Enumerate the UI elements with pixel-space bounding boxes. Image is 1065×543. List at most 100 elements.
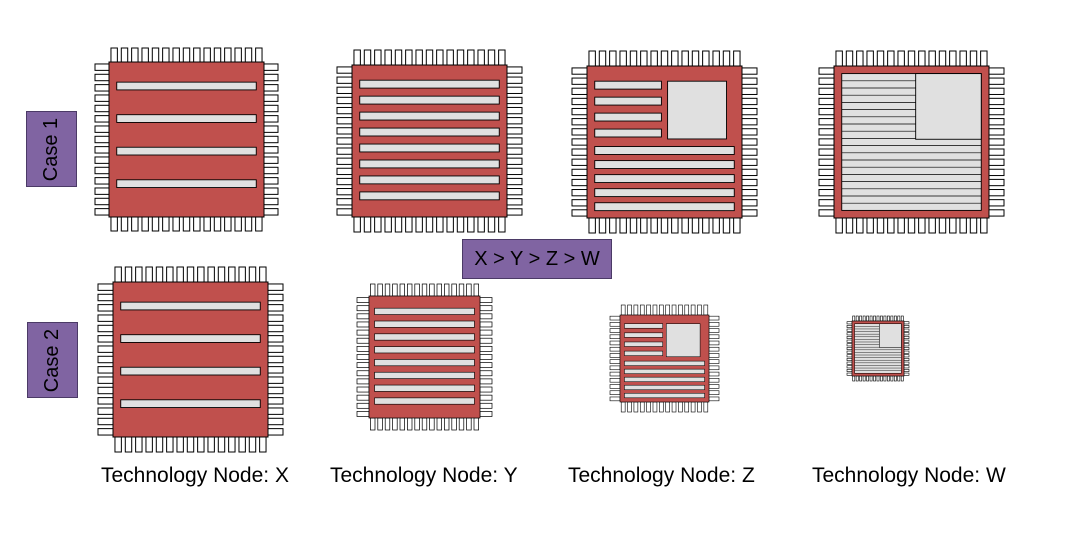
pin-bottom xyxy=(384,417,391,431)
pin-right xyxy=(263,125,279,133)
pin-right xyxy=(267,376,284,384)
cache-block xyxy=(915,73,982,140)
pin-left xyxy=(818,168,835,177)
memory-bar xyxy=(624,392,705,399)
pin-bottom xyxy=(248,436,257,453)
short-bar xyxy=(624,341,663,347)
pin-left xyxy=(94,73,110,82)
pin-left xyxy=(94,146,110,154)
pin-bottom xyxy=(665,401,670,413)
pin-bottom xyxy=(650,217,658,234)
pin-top xyxy=(394,49,403,66)
pin-bottom xyxy=(890,375,894,382)
pin-left xyxy=(571,148,588,156)
pin-bottom xyxy=(883,375,887,382)
pin-top xyxy=(444,283,450,297)
pin-left xyxy=(336,188,353,196)
chip-case1-x xyxy=(94,47,279,232)
pin-bottom xyxy=(862,375,866,382)
pin-top xyxy=(166,266,174,283)
pin-right xyxy=(267,283,284,291)
pin-left xyxy=(846,369,853,372)
pin-right xyxy=(267,386,284,395)
pin-right xyxy=(988,178,1005,187)
pin-bottom xyxy=(473,417,479,431)
pin-right xyxy=(988,87,1005,95)
pin-left xyxy=(356,386,370,393)
pin-left xyxy=(356,370,370,377)
pin-right xyxy=(741,158,758,166)
pin-bottom xyxy=(244,216,253,232)
pin-left xyxy=(609,315,621,321)
pin-bottom xyxy=(697,401,702,413)
pin-left xyxy=(846,361,853,365)
pin-top xyxy=(862,315,866,322)
pin-bottom xyxy=(207,436,215,453)
pin-left xyxy=(336,208,353,216)
pin-right xyxy=(988,168,1005,177)
short-bar xyxy=(594,96,662,106)
pin-bottom xyxy=(876,375,880,382)
column-label-w: Technology Node: W xyxy=(812,464,1006,487)
pin-bottom xyxy=(466,417,472,431)
pin-right xyxy=(903,321,910,325)
pin-right xyxy=(263,208,279,216)
pin-top xyxy=(883,315,887,322)
pin-top xyxy=(370,283,376,297)
pin-top xyxy=(660,50,669,67)
pin-right xyxy=(741,209,758,217)
pin-bottom xyxy=(869,375,873,382)
memory-bar xyxy=(374,320,475,328)
pin-right xyxy=(267,304,284,312)
pin-top xyxy=(835,50,843,67)
pin-top xyxy=(609,50,617,67)
pin-bottom xyxy=(703,401,709,413)
pin-left xyxy=(571,118,588,126)
pin-top xyxy=(213,47,222,63)
pin-left xyxy=(94,177,110,185)
pin-right xyxy=(267,407,284,415)
pin-top xyxy=(151,47,160,63)
pin-bottom xyxy=(166,436,174,453)
pin-right xyxy=(479,337,493,344)
pin-bottom xyxy=(852,375,856,382)
pin-left xyxy=(571,128,588,136)
pin-bottom xyxy=(660,217,669,234)
pin-bottom xyxy=(213,216,222,232)
pin-left xyxy=(356,305,370,312)
pin-right xyxy=(267,324,284,333)
pin-right xyxy=(988,67,1005,75)
pin-bottom xyxy=(394,216,403,233)
pin-left xyxy=(818,97,835,106)
pin-top xyxy=(855,315,859,322)
pin-right xyxy=(506,198,523,206)
pin-top xyxy=(703,304,709,316)
pin-left xyxy=(609,396,621,402)
pin-left xyxy=(97,407,114,415)
pin-top xyxy=(887,315,890,322)
pin-bottom xyxy=(392,417,398,431)
memory-bar xyxy=(594,146,735,155)
pin-right xyxy=(263,84,279,92)
pin-right xyxy=(741,67,758,75)
pin-right xyxy=(988,118,1005,126)
pin-top xyxy=(678,304,683,316)
pin-right xyxy=(263,104,279,113)
pin-top xyxy=(374,49,382,66)
pin-bottom xyxy=(228,436,236,453)
pin-right xyxy=(506,86,523,94)
pin-bottom xyxy=(429,417,435,431)
pin-left xyxy=(571,158,588,166)
pin-bottom xyxy=(374,216,382,233)
pin-right xyxy=(479,313,493,320)
pin-right xyxy=(479,305,493,312)
pin-left xyxy=(571,189,588,197)
pin-bottom xyxy=(436,216,444,233)
pin-top xyxy=(665,304,670,316)
pin-right xyxy=(741,199,758,207)
pin-left xyxy=(97,335,114,343)
pin-top xyxy=(949,50,957,67)
pin-top xyxy=(131,47,139,63)
node-order-box: X > Y > Z > W xyxy=(462,239,612,279)
pin-right xyxy=(263,166,279,175)
